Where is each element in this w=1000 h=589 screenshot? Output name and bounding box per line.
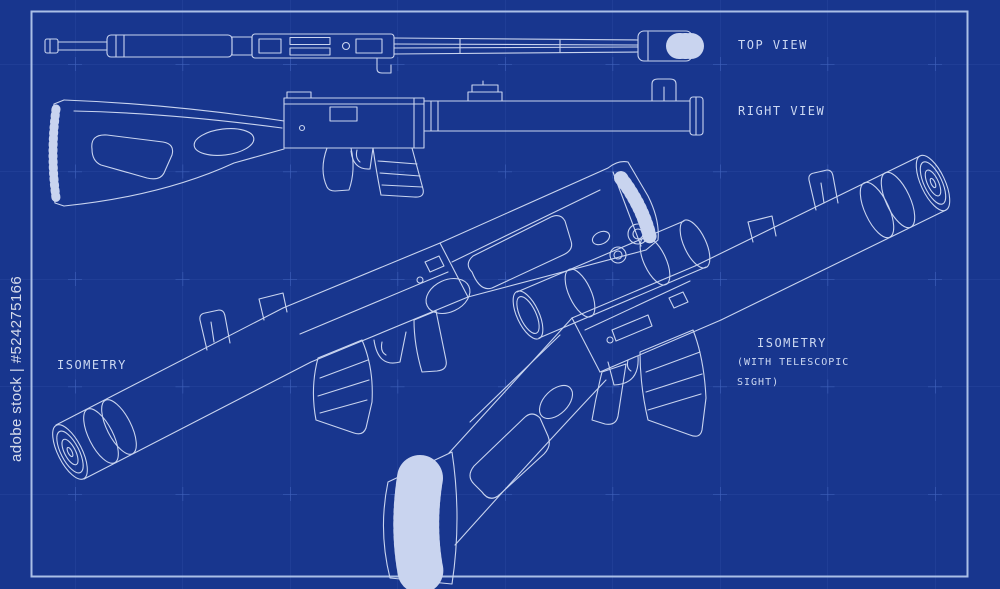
right-view-drawing (48, 78, 704, 207)
frame-border (30, 10, 969, 578)
label-right-view: RIGHT VIEW (738, 104, 826, 118)
isometry-telescopic-sight-drawing (382, 154, 951, 589)
label-isometry-telescopic-line2: (WITH TELESCOPIC (737, 357, 850, 368)
isometry-drawing (52, 161, 659, 480)
label-isometry-telescopic-line3: SIGHT) (737, 377, 780, 388)
label-isometry-telescopic: ISOMETRY (WITH TELESCOPIC SIGHT) (737, 333, 849, 393)
label-isometry-telescopic-line1: ISOMETRY (757, 336, 827, 350)
label-top-view: TOP VIEW (738, 38, 808, 52)
watermark-adobe-stock-id: adobe stock | #524275166 (8, 275, 25, 462)
top-view-drawing (44, 30, 704, 74)
label-isometry: ISOMETRY (57, 358, 127, 372)
